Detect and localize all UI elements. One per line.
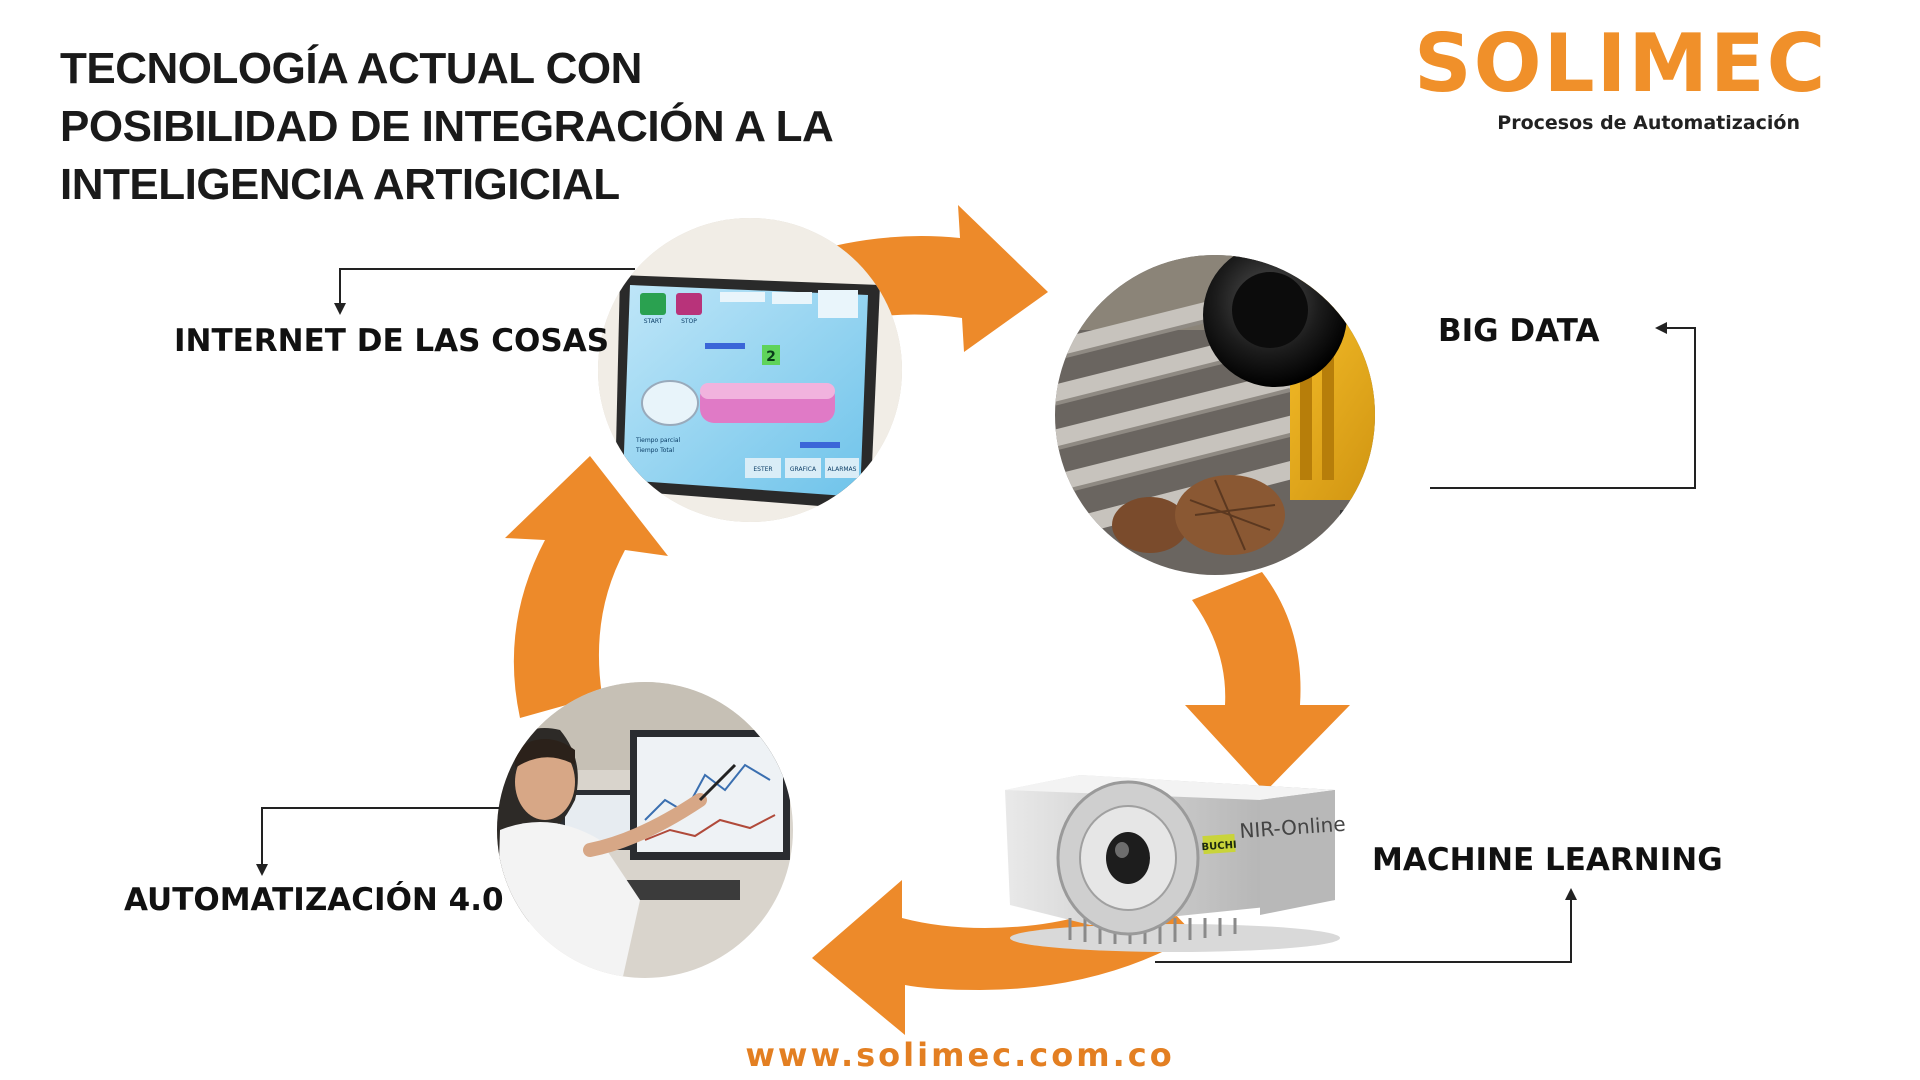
page-title: TECNOLOGÍA ACTUAL CON POSIBILIDAD DE INT…: [60, 40, 960, 214]
automation-engineer-image: [497, 682, 793, 978]
hmi-field-2: Tiempo Total: [635, 447, 674, 454]
analyzer-brand: BUCHI: [1201, 840, 1237, 853]
node-label-bigdata: BIG DATA: [1438, 313, 1600, 349]
logo-name: SOLIMEC: [1414, 17, 1828, 110]
ml-nir-analyzer-image: BUCHI NIR-Online: [1005, 775, 1346, 952]
title-line-1: TECNOLOGÍA ACTUAL CON: [60, 44, 642, 93]
hmi-step-value: 2: [766, 349, 776, 365]
title-line-3: INTELIGENCIA ARTIGICIAL: [60, 160, 620, 209]
node-label-iot: INTERNET DE LAS COSAS: [174, 323, 610, 359]
hmi-field-1: Tiempo parcial: [635, 437, 681, 444]
solimec-logo: SOLIMEC Procesos de Automatización: [1414, 17, 1828, 135]
connector-lines: [261, 268, 1696, 963]
connector-automation: [261, 807, 500, 866]
connector-arrowheads: [256, 303, 1667, 900]
hmi-tab-2: GRAFICA: [790, 466, 817, 473]
title-line-2: POSIBILIDAD DE INTEGRACIÓN A LA: [60, 102, 834, 151]
hmi-tab-3: ALARMAS: [828, 466, 857, 473]
bigdata-camera-image: [1055, 255, 1375, 575]
iot-hmi-image: START STOP 2 Tiempo parcial Tiempo Total…: [598, 218, 902, 522]
connector-bigdata: [1430, 327, 1696, 489]
connector-ml: [1155, 898, 1572, 963]
node-label-automation: AUTOMATIZACIÓN 4.0: [124, 882, 504, 918]
arrow-left: [505, 456, 668, 718]
hmi-stop-label: STOP: [681, 318, 697, 325]
footer-url[interactable]: www.solimec.com.co: [745, 1036, 1175, 1074]
arrow-right: [1185, 572, 1350, 792]
logo-tagline: Procesos de Automatización: [1497, 112, 1800, 134]
hmi-start-label: START: [644, 318, 663, 325]
hmi-tab-1: ESTER: [753, 466, 772, 473]
node-label-ml: MACHINE LEARNING: [1372, 842, 1723, 878]
connector-iot: [339, 268, 635, 305]
